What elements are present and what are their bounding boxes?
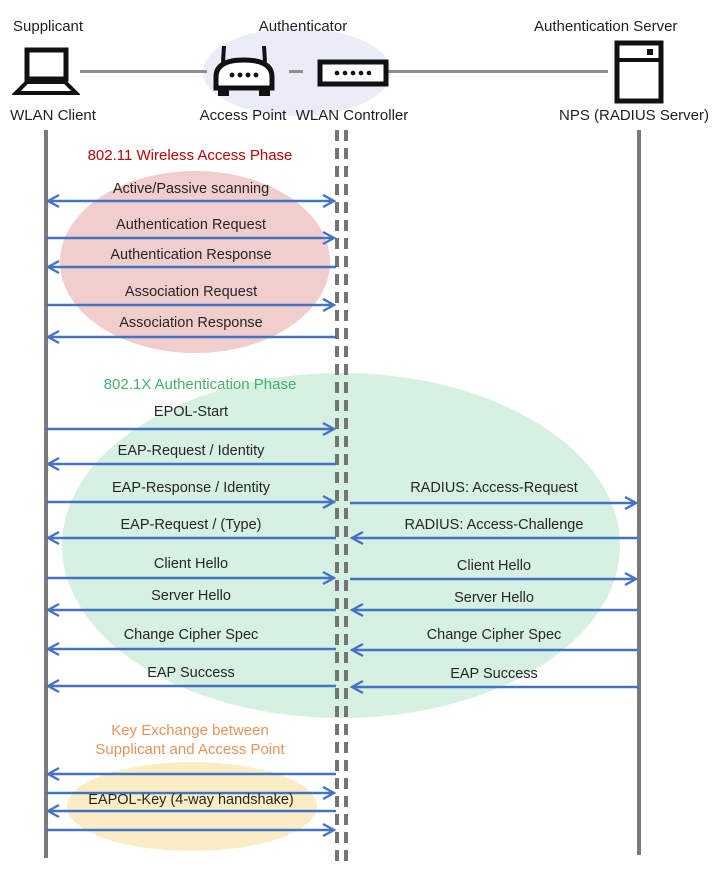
message-arrow-left: [46, 456, 336, 472]
message-arrow-left: [46, 530, 336, 546]
message-label: Association Response: [119, 315, 263, 331]
authenticator-role-label: Authenticator: [258, 18, 348, 35]
auth-server-lifeline: [637, 130, 641, 855]
wlan-client-label: WLAN Client: [10, 107, 96, 124]
message-arrow-left: [350, 530, 638, 546]
message-arrow-left: [350, 602, 638, 618]
message-arrow-right: [46, 785, 336, 801]
message-label: Client Hello: [456, 558, 532, 574]
message-arrow-left: [46, 766, 336, 782]
message-label: RADIUS: Access-Challenge: [404, 517, 584, 533]
message-arrow-both: [46, 193, 336, 209]
message-arrow-left: [46, 602, 336, 618]
message-arrow-left: [46, 641, 336, 657]
supplicant-role-label: Supplicant: [13, 18, 84, 35]
message-label: RADIUS: Access-Request: [410, 480, 578, 496]
message-label: Authentication Request: [116, 217, 266, 233]
supplicant-lifeline: [44, 130, 48, 858]
laptop-icon: [12, 47, 80, 97]
message-label: Server Hello: [454, 590, 534, 606]
message-arrow-left: [46, 329, 336, 345]
message-arrow-left: [350, 679, 638, 695]
authenticator-lifeline-left: [335, 130, 339, 862]
message-arrow-right: [46, 230, 336, 246]
message-label: EAP-Request / (Type): [120, 517, 262, 533]
message-arrow-right: [46, 494, 336, 510]
message-arrow-left: [350, 642, 638, 658]
nps-radius-server-label: NPS (RADIUS Server): [558, 107, 710, 124]
phase-ellipse-3: [67, 762, 317, 851]
message-label: Active/Passive scanning: [112, 181, 270, 197]
auth-server-role-label: Authentication Server: [534, 18, 678, 35]
message-arrow-right: [350, 571, 638, 587]
message-label: EAP-Response / Identity: [112, 480, 270, 496]
message-label: Change Cipher Spec: [426, 627, 562, 643]
message-label: EAP Success: [450, 666, 538, 682]
message-arrow-left: [46, 259, 336, 275]
message-label: Change Cipher Spec: [123, 627, 259, 643]
message-label: EAPOL-Key (4-way handshake): [88, 792, 294, 808]
message-label: EAP-Request / Identity: [117, 443, 265, 459]
message-arrow-left: [46, 803, 336, 819]
wlan-controller-icon: [317, 59, 389, 87]
message-arrow-left: [46, 678, 336, 694]
message-label: EAP Success: [147, 665, 235, 681]
server-icon: [614, 40, 664, 104]
phase-ellipse-2: [62, 373, 620, 718]
message-arrow-right: [46, 297, 336, 313]
message-arrow-right: [46, 421, 336, 437]
access-point-icon: [209, 44, 279, 100]
link-ap-controller: [289, 70, 303, 73]
link-client-ap: [80, 70, 207, 73]
link-controller-server: [388, 70, 608, 73]
message-arrow-right: [350, 495, 638, 511]
message-label: Association Request: [124, 284, 258, 300]
access-point-label: Access Point: [199, 107, 287, 124]
phase-title-2: 802.1X Authentication Phase: [103, 375, 297, 393]
wlan-controller-label: WLAN Controller: [295, 107, 409, 124]
phase-title-1: 802.11 Wireless Access Phase: [87, 146, 293, 164]
message-label: EPOL-Start: [153, 404, 229, 420]
message-label: Authentication Response: [110, 247, 272, 263]
authenticator-lifeline-right: [344, 130, 348, 862]
message-label: Server Hello: [151, 588, 231, 604]
phase-title-3: Key Exchange between Supplicant and Acce…: [95, 722, 285, 758]
message-arrow-right: [46, 570, 336, 586]
message-label: Client Hello: [153, 556, 229, 572]
message-arrow-right: [46, 822, 336, 838]
